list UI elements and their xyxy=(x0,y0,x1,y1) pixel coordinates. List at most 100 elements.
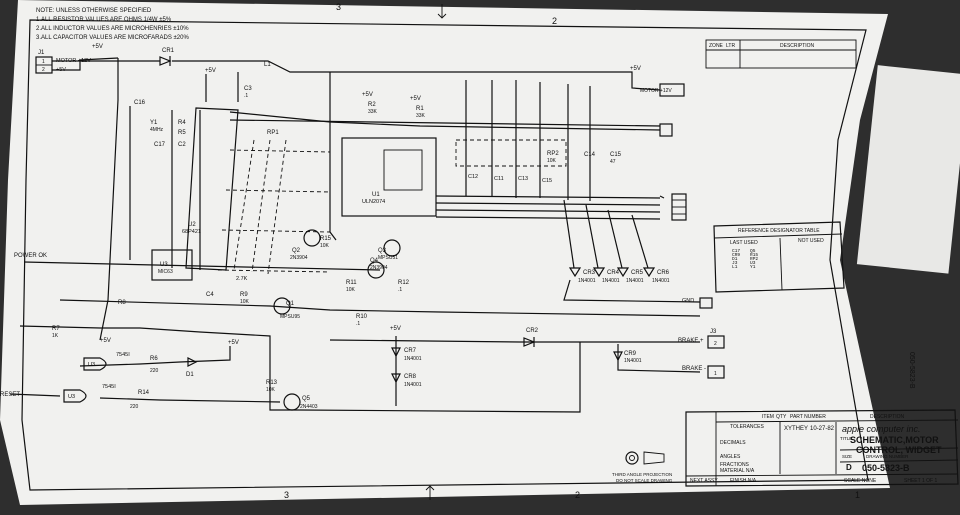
second-paper-sheet xyxy=(856,65,960,274)
ref-row: RP2 xyxy=(750,256,758,262)
ref-table-last-used: LAST USED xyxy=(730,240,758,246)
r10-value: .1 xyxy=(356,321,360,327)
r10-label: R10 xyxy=(356,314,368,320)
r9-label: R9 xyxy=(240,292,248,298)
cr4-part: 1N4001 xyxy=(602,278,620,284)
r13-value: 10K xyxy=(266,387,276,393)
tb-part-number-header: PART NUMBER xyxy=(790,414,826,420)
d1-label: D1 xyxy=(186,372,194,378)
r11-value: 10K xyxy=(346,287,356,293)
r13-label: R13 xyxy=(266,380,278,386)
r7-label: R7 xyxy=(52,326,60,332)
tb-size: D xyxy=(846,463,852,472)
cr6-part: 1N4001 xyxy=(652,278,670,284)
diode-array: CR3 CR4 CR5 CR6 1N4001 1N4001 1N4001 1N4… xyxy=(568,267,670,284)
ic-u1: U1 ULN2074 xyxy=(341,137,437,217)
c17-label: C17 xyxy=(154,142,166,148)
u3-timer-part: MIC63 xyxy=(158,269,173,275)
q4-label: Q4 xyxy=(370,258,379,264)
center-arrow-top xyxy=(437,4,447,19)
c15-label: C15 xyxy=(610,152,622,158)
y1-label: Y1 xyxy=(150,120,158,126)
reference-designator-table: REFERENCE DESIGNATOR TABLE LAST USED NOT… xyxy=(713,221,845,293)
j1-pin2: 2 xyxy=(42,67,45,73)
transistor-q3: Q3 MPSU51 xyxy=(378,239,401,261)
tb-drawn-by: XYTHEY xyxy=(784,426,808,432)
q4-part: 2N3904 xyxy=(370,265,388,271)
tb-drawing-number: 050-5823-B xyxy=(862,463,910,473)
tb-date: 10-27-82 xyxy=(810,426,835,432)
l1-label: L1 xyxy=(264,62,271,68)
r14-label: R14 xyxy=(138,390,150,396)
r15-label: R15 xyxy=(320,236,332,242)
gate-u3b: U3 7545I xyxy=(63,384,116,403)
j1-pin1: 1 xyxy=(42,59,45,65)
ref-row: R15 xyxy=(750,252,758,258)
r12-label: R12 xyxy=(398,280,410,286)
j3-pin1: 1 xyxy=(714,371,717,377)
note-2: 2.ALL INDUCTOR VALUES ARE MICROHENRIES ±… xyxy=(36,26,189,32)
c15b-label: C15 xyxy=(542,178,552,184)
r14-value: 220 xyxy=(130,404,139,410)
diode-cr1: CR1 xyxy=(159,48,175,66)
tb-decimals: DECIMALS xyxy=(720,440,746,446)
power-ok-label: POWER OK xyxy=(14,253,47,259)
note-3: 3.ALL CAPACITOR VALUES ARE MICROFARADS ±… xyxy=(36,35,189,41)
zone-mark-bottom-1: 1 xyxy=(855,490,860,500)
vcc-label-right: +5V xyxy=(630,66,641,72)
do-not-scale: DO NOT SCALE DRAWING xyxy=(616,478,673,483)
diode-cr2: CR2 xyxy=(523,328,539,347)
cr9-part: 1N4001 xyxy=(624,358,642,364)
tb-item-header: ITEM xyxy=(762,414,774,420)
projection-symbol: THIRD ANGLE PROJECTION DO NOT SCALE DRAW… xyxy=(612,451,673,483)
resistor-network-rp2: RP2 10K xyxy=(455,139,567,167)
r9-value: 10K xyxy=(240,299,250,305)
side-stamp: 050-5823-B xyxy=(908,352,915,389)
r2-label: R2 xyxy=(368,102,376,108)
u3-timer-label: U3 xyxy=(160,262,168,268)
tb-company: apple computer inc. xyxy=(842,424,921,434)
tb-scale: SCALE NONE xyxy=(844,478,877,484)
zone-mark-bottom-3: 3 xyxy=(284,490,289,500)
u3a-part: 7545I xyxy=(116,352,130,358)
center-arrow-bottom xyxy=(425,485,435,500)
note-1: 1.ALL RESISTOR VALUES ARE OHMS 1/4W ±5% xyxy=(36,17,172,23)
u3a-label: U3 xyxy=(88,362,95,368)
gate-u3a: U3 7545I xyxy=(83,352,130,371)
r2-value: 33K xyxy=(368,109,378,115)
c3-label: C3 xyxy=(244,86,252,92)
zone-mark-top-3: 3 xyxy=(336,2,341,12)
ref-row: Y1 xyxy=(750,264,756,270)
r4-label: R4 xyxy=(178,120,186,126)
c13-label: C13 xyxy=(518,176,528,182)
u1-label: U1 xyxy=(372,192,380,198)
ref-row: D1 xyxy=(732,256,738,262)
j3-pin2: 2 xyxy=(714,341,717,347)
rp1-label: RP1 xyxy=(267,130,279,136)
u2-part: 68P421 xyxy=(182,229,201,235)
u1-part: ULN2074 xyxy=(362,199,385,205)
r6-value: 220 xyxy=(150,368,159,374)
q2-part: 2N3904 xyxy=(290,255,308,261)
vcc-label-r2: +5V xyxy=(362,92,373,98)
r8-label: R8 xyxy=(118,300,126,306)
vcc-label-u2: +5V xyxy=(205,68,216,74)
ref-row: L1 xyxy=(732,264,738,270)
ref-table-title: REFERENCE DESIGNATOR TABLE xyxy=(738,228,820,234)
zone-mark-bottom-2: 2 xyxy=(575,490,580,500)
cr8-label: CR8 xyxy=(404,374,417,380)
tb-title-line1: SCHEMATIC,MOTOR xyxy=(850,435,939,445)
cr7-part: 1N4001 xyxy=(404,356,422,362)
diode-cr9: CR9 1N4001 xyxy=(613,351,642,364)
tb-finish: FINISH N/A xyxy=(730,478,757,484)
c4-label: C4 xyxy=(206,292,214,298)
cr3-label: CR3 xyxy=(583,270,596,276)
rev-description-header: DESCRIPTION xyxy=(780,43,815,49)
cr4-label: CR4 xyxy=(607,270,620,276)
u3b-part: 7545I xyxy=(102,384,116,390)
r11-label: R11 xyxy=(346,280,357,286)
q5-part: 2N4403 xyxy=(300,404,318,410)
ic-u3-timer: U3 MIC63 xyxy=(151,249,193,281)
tb-material: MATERIAL N/A xyxy=(720,468,755,474)
